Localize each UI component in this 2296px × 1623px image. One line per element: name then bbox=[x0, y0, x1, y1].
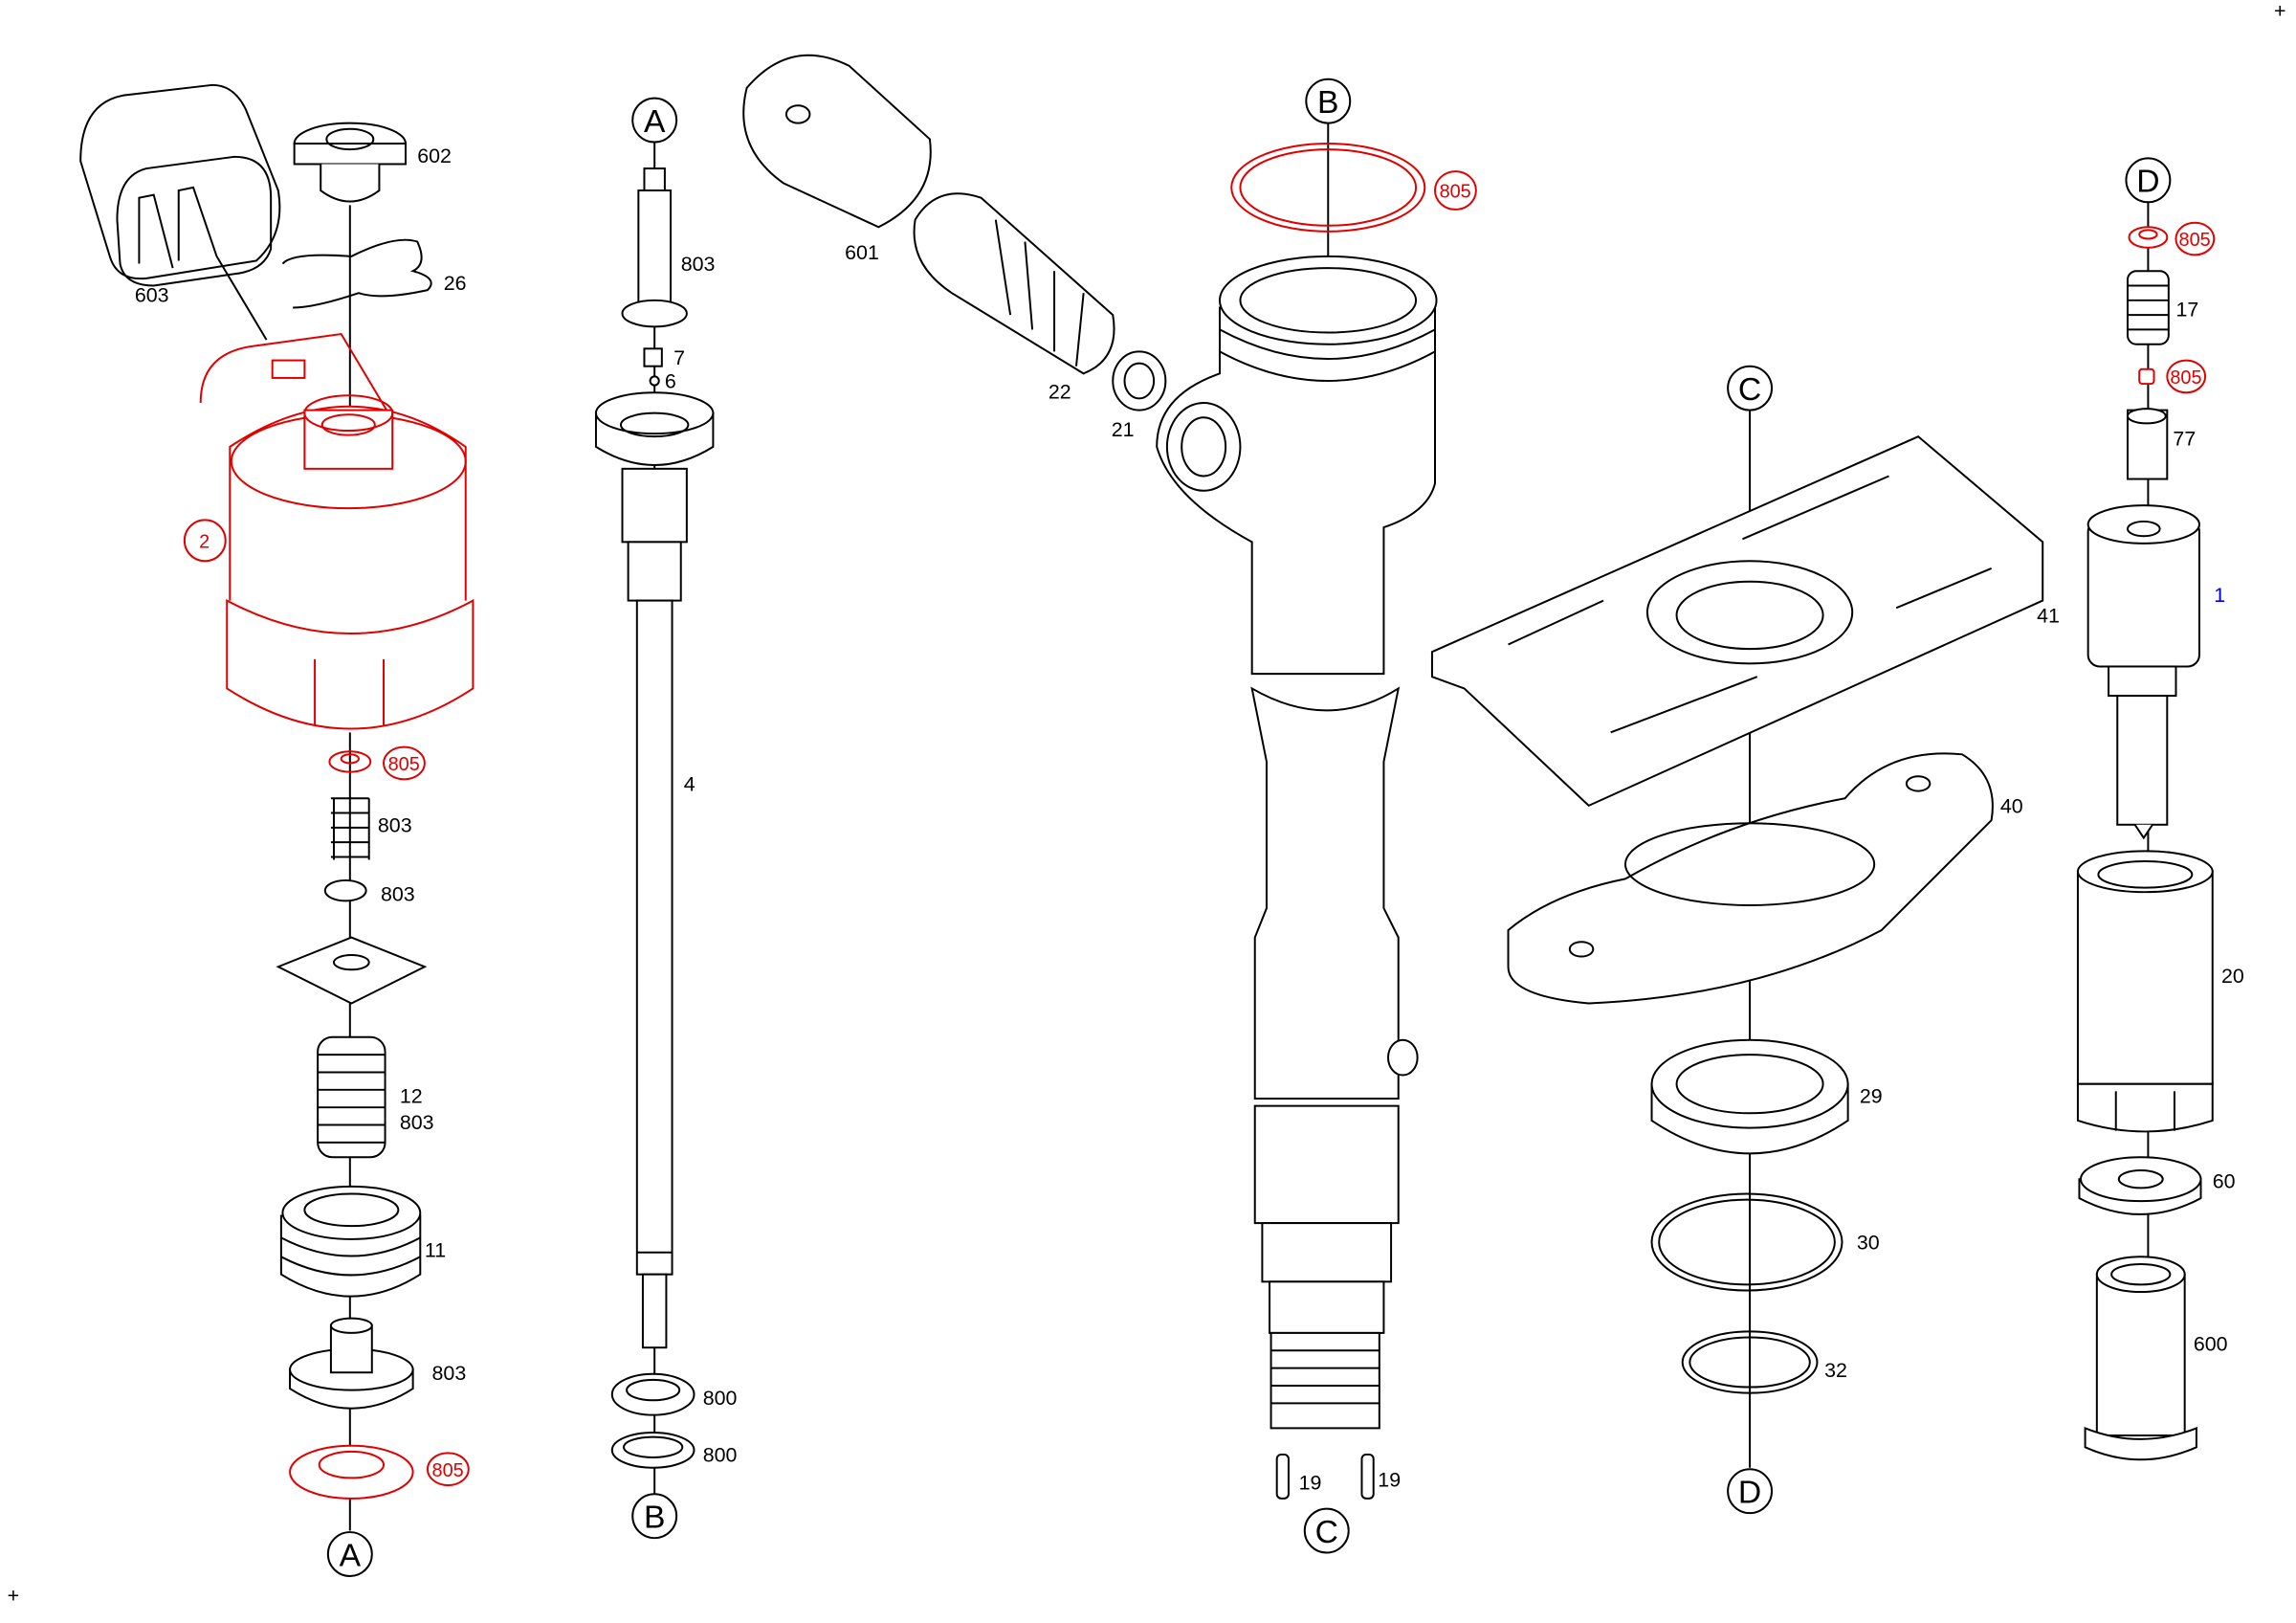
valve-body[interactable] bbox=[594, 391, 715, 602]
ref-point-a bbox=[326, 1531, 373, 1577]
label-800: 800 bbox=[703, 1444, 738, 1467]
cap-601[interactable] bbox=[742, 54, 932, 229]
label-21: 21 bbox=[1112, 418, 1135, 441]
spring-803[interactable] bbox=[330, 797, 370, 860]
label-32: 32 bbox=[1824, 1359, 1847, 1382]
ref-label-a: A bbox=[340, 1538, 362, 1573]
label-805: 805 bbox=[2179, 230, 2211, 251]
label-22: 22 bbox=[1049, 380, 1071, 403]
corner-mark: + bbox=[2274, 0, 2286, 22]
spring-17[interactable] bbox=[2126, 270, 2170, 345]
ring-32[interactable] bbox=[1681, 1330, 1819, 1394]
label-2: 2 bbox=[199, 531, 210, 552]
label-19: 19 bbox=[1378, 1469, 1401, 1492]
connector-603[interactable] bbox=[79, 83, 281, 341]
label-602: 602 bbox=[417, 145, 452, 167]
callout-circle bbox=[1434, 170, 1477, 211]
label-601: 601 bbox=[845, 241, 879, 264]
callout-circle bbox=[426, 1452, 470, 1487]
nozzle-nut-20[interactable] bbox=[2076, 850, 2214, 1133]
label-77: 77 bbox=[2173, 427, 2196, 450]
label-803: 803 bbox=[681, 253, 716, 276]
shim-805[interactable] bbox=[2138, 367, 2155, 386]
ball-seat-7[interactable] bbox=[643, 347, 663, 367]
label-803: 803 bbox=[432, 1362, 467, 1385]
washer-805[interactable] bbox=[289, 1444, 414, 1500]
spacer-77[interactable] bbox=[2126, 408, 2169, 480]
nozzle-1[interactable] bbox=[2086, 504, 2200, 840]
ref-point-c bbox=[1303, 1507, 1350, 1554]
callout-circle bbox=[2175, 221, 2216, 256]
label-11: 11 bbox=[425, 1238, 446, 1261]
clip-26[interactable] bbox=[281, 238, 432, 309]
label-19: 19 bbox=[1299, 1472, 1322, 1495]
solenoid-2[interactable] bbox=[199, 332, 475, 730]
label-603: 603 bbox=[135, 283, 169, 306]
ref-label-b: B bbox=[644, 1500, 665, 1535]
seal-29[interactable] bbox=[1650, 1038, 1849, 1155]
callout-circle bbox=[383, 745, 426, 781]
ref-label-d: D bbox=[2136, 165, 2159, 200]
push-rod-4[interactable] bbox=[635, 599, 673, 1349]
ref-point-d bbox=[1727, 1468, 1774, 1515]
label-26: 26 bbox=[444, 272, 467, 295]
pin-19[interactable] bbox=[1275, 1453, 1290, 1500]
label-20: 20 bbox=[2221, 965, 2244, 988]
label-60: 60 bbox=[2213, 1169, 2236, 1192]
shim-805[interactable] bbox=[2128, 226, 2169, 249]
label-800: 800 bbox=[703, 1387, 738, 1410]
washer-60[interactable] bbox=[2078, 1156, 2202, 1215]
clamp-plate-41[interactable] bbox=[1430, 435, 2044, 808]
ref-label-c: C bbox=[1738, 372, 1761, 408]
label-600: 600 bbox=[2194, 1332, 2228, 1355]
seal-800[interactable] bbox=[610, 1431, 695, 1469]
seal-805[interactable] bbox=[1230, 143, 1426, 233]
sleeve-600[interactable] bbox=[2084, 1256, 2197, 1461]
ring-21[interactable] bbox=[1112, 350, 1167, 411]
knurled-nut-602[interactable] bbox=[293, 122, 407, 203]
ref-point-b bbox=[631, 1493, 678, 1540]
spring-12[interactable] bbox=[317, 1035, 386, 1159]
label-30: 30 bbox=[1857, 1232, 1880, 1255]
shim-803[interactable] bbox=[323, 878, 367, 902]
ref-label-a: A bbox=[644, 104, 666, 140]
label-7: 7 bbox=[673, 346, 685, 369]
ref-label-c: C bbox=[1315, 1515, 1338, 1550]
armature-disc[interactable] bbox=[276, 936, 428, 1005]
callout-circle bbox=[183, 519, 227, 563]
ring-30[interactable] bbox=[1650, 1192, 1843, 1292]
injector-body[interactable] bbox=[1156, 255, 1438, 1430]
label-803: 803 bbox=[381, 882, 415, 905]
nut-11[interactable] bbox=[279, 1185, 422, 1298]
ref-label-d: D bbox=[1738, 1475, 1761, 1510]
ref-label-b: B bbox=[1317, 85, 1338, 121]
corner-mark: + bbox=[8, 1585, 20, 1608]
label-803: 803 bbox=[400, 1111, 434, 1134]
label-4: 4 bbox=[684, 773, 695, 796]
label-805: 805 bbox=[2170, 367, 2201, 389]
label-805: 805 bbox=[1440, 182, 1471, 203]
callout-circle bbox=[2166, 359, 2207, 394]
label-6: 6 bbox=[665, 370, 676, 393]
label-17: 17 bbox=[2175, 299, 2198, 322]
label-1: 1 bbox=[2214, 584, 2225, 607]
label-803: 803 bbox=[378, 813, 412, 836]
fitting-22[interactable] bbox=[913, 192, 1115, 375]
label-40: 40 bbox=[2000, 795, 2023, 818]
valve-pin-803[interactable] bbox=[621, 167, 688, 328]
washer-805[interactable] bbox=[328, 750, 372, 773]
label-805: 805 bbox=[388, 754, 420, 775]
valve-piece-803[interactable] bbox=[289, 1317, 414, 1410]
pin-19[interactable] bbox=[1360, 1453, 1375, 1500]
ball-6[interactable] bbox=[649, 375, 660, 387]
label-805: 805 bbox=[432, 1460, 464, 1481]
seal-800[interactable] bbox=[610, 1372, 695, 1416]
label-12: 12 bbox=[400, 1085, 423, 1108]
bracket-40[interactable] bbox=[1507, 752, 1994, 1005]
label-29: 29 bbox=[1860, 1085, 1883, 1108]
label-41: 41 bbox=[2037, 605, 2060, 628]
